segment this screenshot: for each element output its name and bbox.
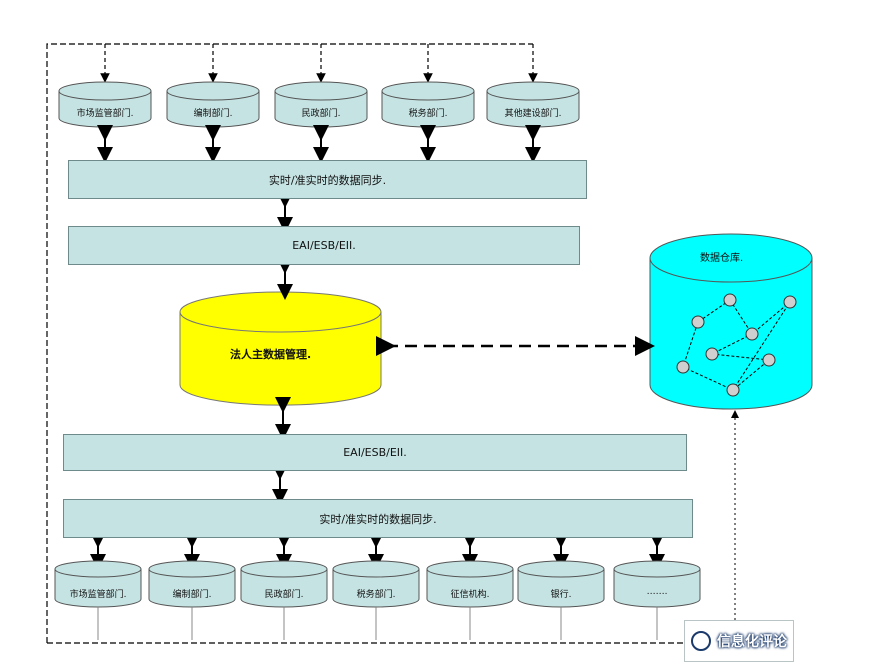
watermark-badge: 信息化评论: [684, 620, 794, 662]
top-sync-arrows: [97, 125, 541, 163]
top-department-label: 市场监管部门.: [76, 109, 134, 119]
eai-bar-top: EAI/ESB/EII.: [68, 226, 580, 265]
wechat-icon: [691, 631, 711, 651]
top-department-label: 其他建设部门.: [504, 109, 562, 119]
central-store-label: 法人主数据管理.: [230, 348, 312, 361]
bottom-department-label: 市场监管部门.: [69, 590, 127, 600]
eai-bar-top-label: EAI/ESB/EII.: [292, 239, 356, 252]
bottom-department-label: 银行.: [550, 590, 572, 600]
bottom-department-label: 征信机构.: [450, 590, 490, 600]
eai-bar-bottom: EAI/ESB/EII.: [63, 434, 687, 471]
sync-bar-bottom-label: 实时/准实时的数据同步.: [319, 512, 437, 526]
sync-bar-bottom: 实时/准实时的数据同步.: [63, 499, 693, 538]
bottom-department-cylinders: [54, 560, 701, 608]
watermark-text: 信息化评论: [717, 634, 787, 650]
sync-bar-top-label: 实时/准实时的数据同步.: [268, 173, 387, 187]
data-warehouse-cylinder: [649, 233, 813, 410]
vertical-connectors: [272, 192, 293, 505]
bottom-department-label: 编制部门.: [172, 590, 212, 600]
top-department-label: 民政部门.: [301, 109, 341, 119]
bottom-department-label: 民政部门.: [264, 590, 304, 600]
bottom-sync-arrows: [90, 532, 665, 570]
central-master-data-cylinder: [179, 291, 382, 406]
top-department-cylinders: [58, 81, 580, 128]
bottom-department-label: …….: [646, 587, 668, 597]
warehouse-label: 数据仓库.: [700, 253, 744, 264]
feedback-loop-line: [46, 43, 533, 643]
sync-bar-top: 实时/准实时的数据同步.: [68, 160, 587, 199]
top-department-label: 编制部门.: [193, 109, 233, 119]
top-drops: [100, 44, 538, 83]
bottom-cylinder-legs: [97, 607, 658, 640]
bottom-department-label: 税务部门.: [356, 590, 396, 600]
top-department-label: 税务部门.: [408, 109, 448, 119]
eai-bar-bottom-label: EAI/ESB/EII.: [343, 446, 407, 459]
